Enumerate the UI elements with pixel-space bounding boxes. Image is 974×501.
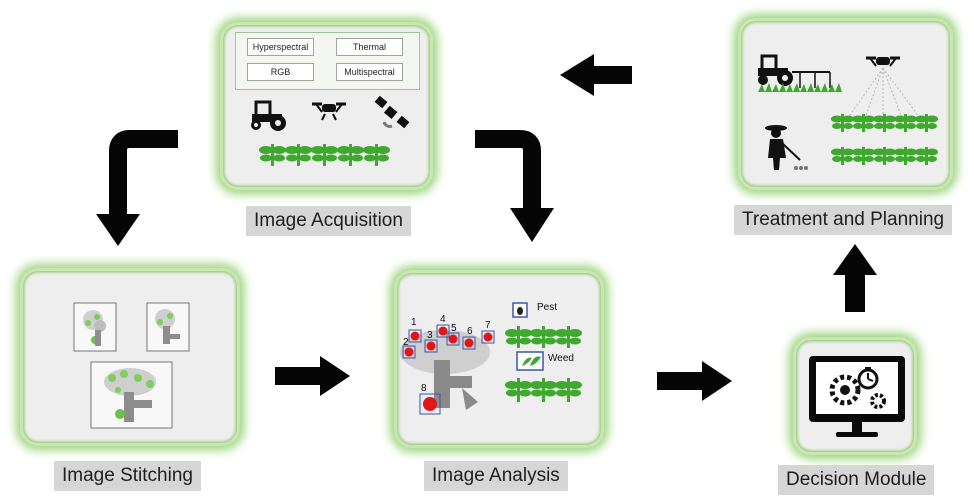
image-tile-2 — [146, 302, 190, 352]
fruit-label-8: 8 — [421, 383, 427, 394]
fruit-label-5: 5 — [451, 323, 457, 334]
arrow-analysis-to-decision — [657, 372, 705, 390]
image-tile-1 — [73, 302, 117, 352]
drone-icon — [312, 102, 346, 121]
sensor-rgb: RGB — [247, 63, 314, 81]
arrow-stitching-to-analysis — [275, 367, 323, 385]
arrow-acquisition-to-analysis-head — [510, 208, 554, 242]
arrow-acquisition-to-analysis — [475, 130, 541, 212]
arrow-treatment-to-acquisition-head — [560, 54, 594, 96]
weed-label: Weed — [548, 353, 574, 364]
spray-lines — [847, 67, 921, 119]
arrow-analysis-to-decision-head — [702, 361, 732, 401]
analysis-plants — [505, 326, 582, 402]
satellite-icon — [374, 95, 410, 129]
caption-image-analysis: Image Analysis — [424, 461, 568, 491]
plant-row — [259, 144, 390, 166]
arrow-treatment-to-acquisition — [592, 66, 632, 84]
fruit-label-6: 6 — [467, 326, 473, 337]
arrow-acquisition-to-stitching-head — [96, 214, 140, 246]
monitor-gears-icon — [809, 356, 905, 437]
treatment-plants — [831, 114, 938, 165]
arrow-stitching-to-analysis-head — [320, 356, 350, 396]
fruit-label-7: 7 — [485, 320, 491, 331]
tractor-icon — [251, 100, 286, 131]
fruit-label-3: 3 — [427, 330, 433, 341]
fruit-label-1: 1 — [411, 317, 417, 328]
fruit-label-2: 2 — [403, 337, 409, 348]
sensor-thermal: Thermal — [336, 38, 403, 56]
stitched-image — [90, 361, 173, 429]
caption-decision-module: Decision Module — [778, 465, 935, 495]
caption-treatment-and-planning: Treatment and Planning — [734, 205, 953, 235]
farmer-icon — [765, 125, 808, 170]
caption-image-stitching: Image Stitching — [54, 461, 201, 491]
arrow-acquisition-to-stitching — [109, 130, 178, 218]
weed-marker-icon — [516, 351, 544, 371]
tractor-sprayer-icon — [758, 54, 842, 92]
caption-image-acquisition: Image Acquisition — [246, 206, 411, 236]
arrow-decision-to-treatment-head — [833, 244, 877, 275]
fruit-label-4: 4 — [440, 314, 446, 325]
sensor-hyperspectral: Hyperspectral — [247, 38, 314, 56]
arrow-decision-to-treatment — [845, 272, 865, 312]
spray-drone-icon — [866, 56, 900, 67]
pest-label: Pest — [537, 302, 558, 313]
pest-marker-icon — [512, 302, 528, 318]
sensor-multispectral: Multispectral — [336, 63, 403, 81]
detected-fruits — [402, 324, 495, 415]
